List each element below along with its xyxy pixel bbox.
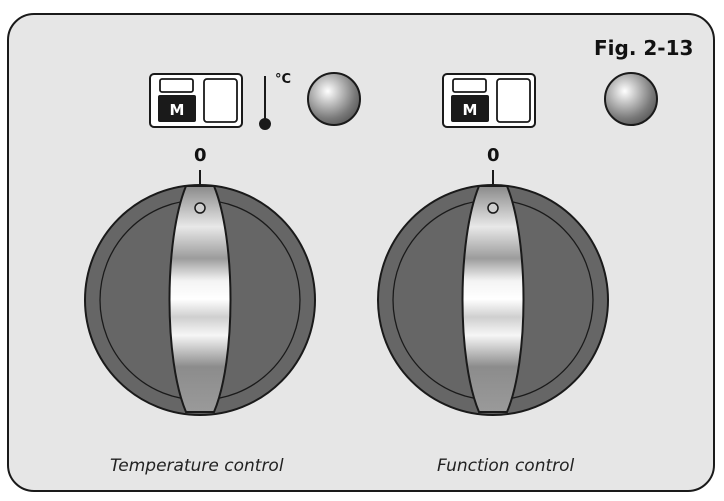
knob-pointer-dot-left <box>194 202 206 214</box>
mode-letter-left: M <box>170 101 185 119</box>
temperature-knob[interactable] <box>84 184 316 416</box>
indicator-lamp-right <box>604 72 658 126</box>
thermometer-icon <box>259 76 271 130</box>
knob-pointer-dot-right <box>487 202 499 214</box>
mode-indicator-right: M <box>442 73 536 128</box>
mode-indicator-left: M <box>149 73 243 128</box>
zero-mark-right: 0 <box>487 145 500 166</box>
zero-mark-left: 0 <box>194 145 207 166</box>
knob-grip-left[interactable] <box>168 185 232 413</box>
function-control-caption: Function control <box>437 456 575 476</box>
mode-letter-right: M <box>463 101 478 119</box>
figure-label: Fig. 2-13 <box>594 36 694 60</box>
temperature-unit-label: °C <box>275 72 292 87</box>
knob-grip-right[interactable] <box>461 185 525 413</box>
temperature-control-caption: Temperature control <box>110 456 284 476</box>
function-knob[interactable] <box>377 184 609 416</box>
indicator-lamp-left <box>307 72 361 126</box>
